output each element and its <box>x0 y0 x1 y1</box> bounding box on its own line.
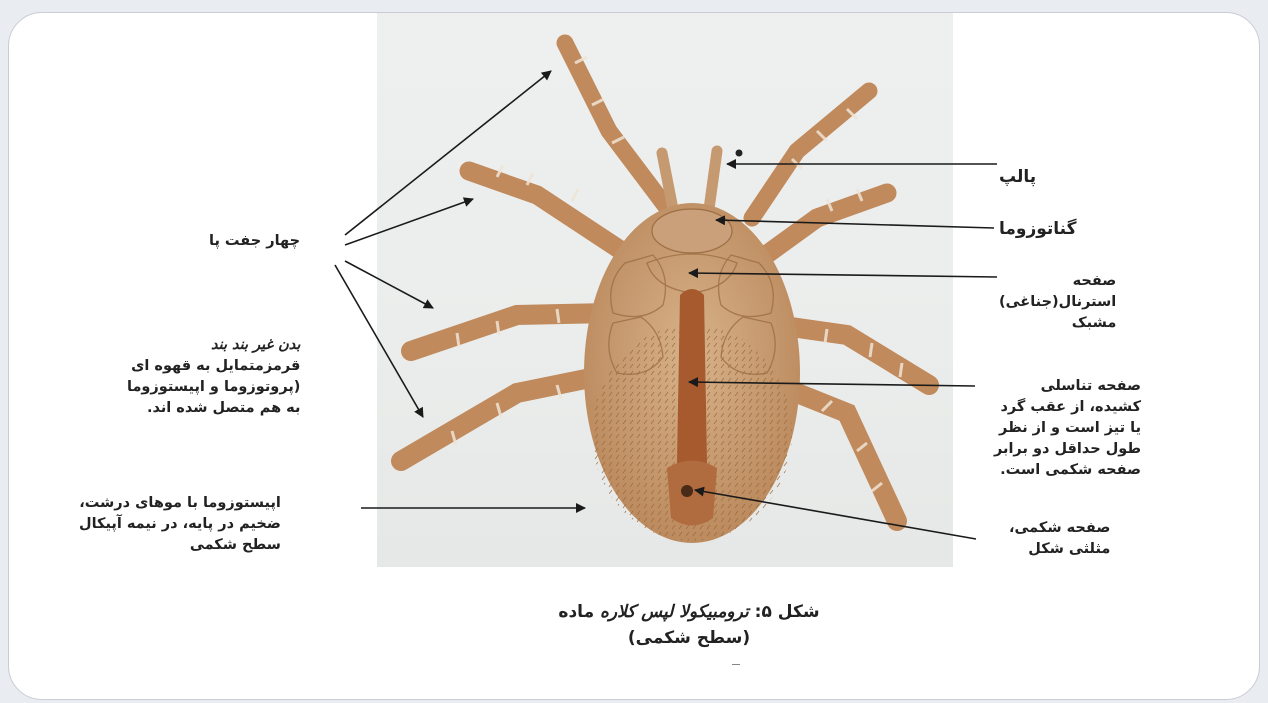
caption-sex: ماده <box>558 602 594 622</box>
label-legs: چهار جفت پا <box>209 231 300 252</box>
label-palp: پالپ <box>999 167 1036 188</box>
palps <box>662 151 717 209</box>
label-sternal-plate: صفحه استرنال(جناغی) مشبک <box>999 271 1116 334</box>
label-opisthosoma: اپیستوزوما با موهای درشت، ضخیم در پایه، … <box>79 493 281 556</box>
mite-photo <box>377 13 953 567</box>
figure-caption: شکل ۵: ترومبیکولا لپس کلاره ماده (سطح شک… <box>509 599 869 651</box>
gnathosoma <box>652 209 732 253</box>
stray-mark <box>732 664 740 665</box>
caption-view: (سطح شکمی) <box>509 625 869 651</box>
label-ventral-plate: صفحه شکمی، مثلثی شکل <box>1009 518 1110 560</box>
eye-dot <box>736 150 743 157</box>
label-body: بدن غیر بند بند قرمزمتمایل به قهوه ای (پ… <box>127 335 300 419</box>
slide: پالپ گناتوزوما صفحه استرنال(جناغی) مشبک … <box>8 12 1260 700</box>
caption-prefix: شکل ۵: <box>755 602 820 622</box>
label-gnathosoma: گناتوزوما <box>999 219 1077 240</box>
caption-species: ترومبیکولا لپس کلاره <box>600 602 749 622</box>
genital-plate <box>677 289 707 471</box>
label-genital-plate: صفحه تناسلی کشیده، از عقب گرد یا تیز است… <box>994 376 1141 481</box>
